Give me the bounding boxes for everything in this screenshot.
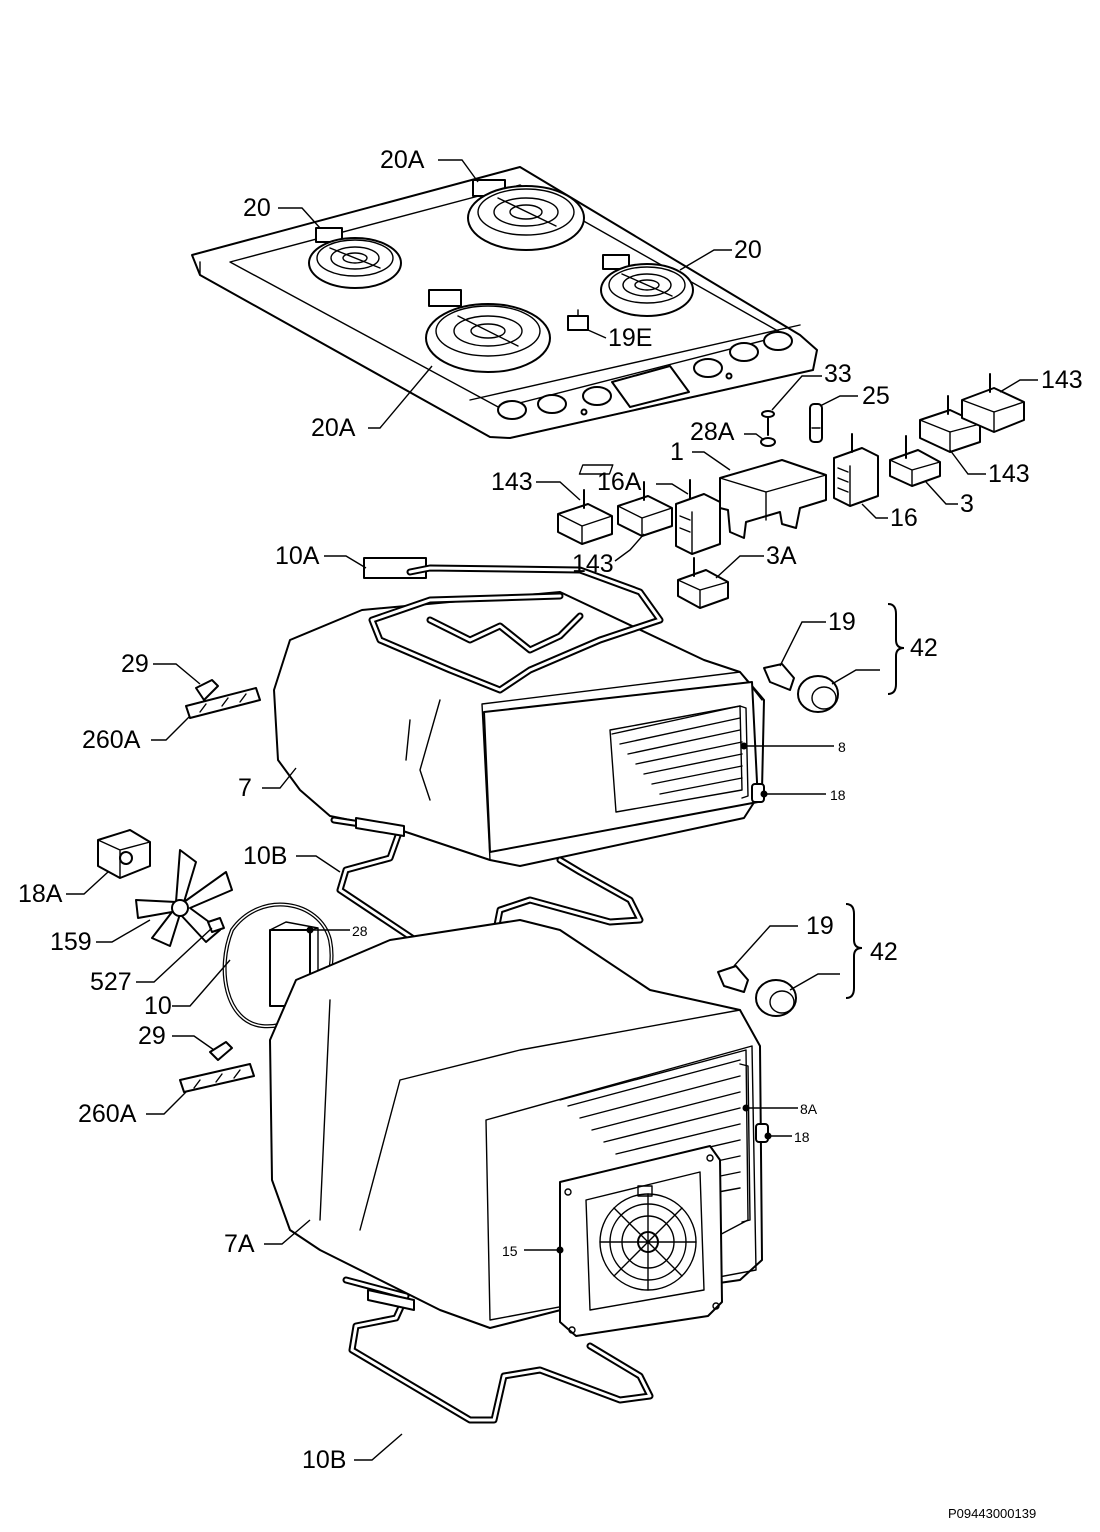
callout-29-bottom: 29 bbox=[138, 1022, 166, 1050]
callout-20-right: 20 bbox=[734, 236, 762, 264]
callout-15: 15 bbox=[502, 1243, 518, 1259]
callout-143-b: 143 bbox=[491, 468, 533, 496]
hob-display-window bbox=[611, 365, 690, 408]
control-knobs bbox=[497, 331, 793, 420]
fan-motor-18a bbox=[97, 829, 151, 879]
hotplate-switch-19e bbox=[567, 309, 589, 331]
lamp-cover-42-upper bbox=[797, 675, 839, 713]
callout-10: 10 bbox=[144, 992, 172, 1020]
hotplate-rear-left bbox=[308, 227, 402, 289]
callout-7: 7 bbox=[238, 774, 252, 802]
lamp-19-lower bbox=[717, 965, 749, 993]
bracket-29-upper bbox=[195, 679, 219, 701]
callout-28: 28 bbox=[352, 923, 368, 939]
upper-oven-cavity-front bbox=[483, 681, 759, 853]
callout-10A: 10A bbox=[275, 542, 320, 570]
energy-regulator-143-d bbox=[617, 481, 673, 537]
bottom-element-10b-lower bbox=[342, 1276, 654, 1424]
callout-159: 159 bbox=[50, 928, 92, 956]
callout-20A-top: 20A bbox=[380, 146, 425, 174]
callout-20-left: 20 bbox=[243, 194, 271, 222]
bracket-29-lower bbox=[209, 1041, 233, 1061]
pin-25 bbox=[809, 403, 823, 443]
leader-lines bbox=[66, 159, 1038, 1461]
diagram-code: P09443000139 bbox=[948, 1506, 1036, 1521]
callout-260A-top: 260A bbox=[82, 726, 141, 754]
callout-18A: 18A bbox=[18, 880, 63, 908]
callout-19E: 19E bbox=[608, 324, 652, 352]
energy-regulator-143-a bbox=[961, 373, 1025, 433]
callout-19-top: 19 bbox=[828, 608, 856, 636]
lamp-19-upper bbox=[763, 663, 795, 691]
callout-1: 1 bbox=[670, 438, 684, 466]
lamp-cover-42-lower bbox=[755, 979, 797, 1017]
callout-143-c: 143 bbox=[572, 550, 614, 578]
callout-33: 33 bbox=[824, 360, 852, 388]
hob-top-panel bbox=[191, 166, 818, 439]
callout-3A: 3A bbox=[766, 542, 797, 570]
callout-7A: 7A bbox=[224, 1230, 255, 1258]
callout-20A-bottom: 20A bbox=[311, 414, 356, 442]
callout-42-bottom: 42 bbox=[870, 938, 898, 966]
rail-260a-lower bbox=[179, 1063, 255, 1093]
hotplate-front-left bbox=[425, 289, 551, 373]
thermostat-3 bbox=[889, 435, 941, 487]
energy-regulator-143-c bbox=[919, 395, 981, 453]
callout-10B-top: 10B bbox=[243, 842, 287, 870]
callout-16A: 16A bbox=[597, 468, 642, 496]
callout-18-bottom: 18 bbox=[794, 1129, 810, 1145]
callout-16: 16 bbox=[890, 504, 918, 532]
screw-33 bbox=[760, 410, 776, 447]
switch-16 bbox=[833, 433, 879, 507]
lower-oven-cavity-back bbox=[559, 1049, 749, 1241]
energy-regulator-143-b bbox=[557, 489, 613, 545]
callout-260A-bottom: 260A bbox=[78, 1100, 137, 1128]
leader-dots bbox=[306, 742, 772, 1254]
oven-shelf-runners-8 bbox=[611, 705, 749, 799]
callout-8: 8 bbox=[838, 739, 846, 755]
thermostat-3a bbox=[677, 557, 729, 609]
callout-8A: 8A bbox=[800, 1101, 818, 1117]
callout-527: 527 bbox=[90, 968, 132, 996]
grill-element-10a bbox=[363, 557, 664, 694]
callout-28A: 28A bbox=[690, 418, 735, 446]
rail-260a-upper bbox=[185, 687, 261, 719]
callout-18-top: 18 bbox=[830, 787, 846, 803]
hotplate-front-right bbox=[600, 254, 694, 317]
callout-42-top: 42 bbox=[910, 634, 938, 662]
callout-10B-bottom: 10B bbox=[302, 1446, 346, 1474]
callout-143-d: 143 bbox=[988, 460, 1030, 488]
callout-3: 3 bbox=[960, 490, 974, 518]
hotplate-rear-right bbox=[467, 179, 585, 251]
callout-19-bottom: 19 bbox=[806, 912, 834, 940]
callout-labels: 20A 20 20 19E 20A 33 25 143 28A 1 143 16… bbox=[18, 146, 1083, 1474]
callout-29-top: 29 bbox=[121, 650, 149, 678]
fan-cover-15 bbox=[559, 1145, 723, 1337]
callout-143-a: 143 bbox=[1041, 366, 1083, 394]
switch-16a bbox=[675, 479, 721, 555]
callout-25: 25 bbox=[862, 382, 890, 410]
timer-module-1 bbox=[578, 459, 827, 539]
